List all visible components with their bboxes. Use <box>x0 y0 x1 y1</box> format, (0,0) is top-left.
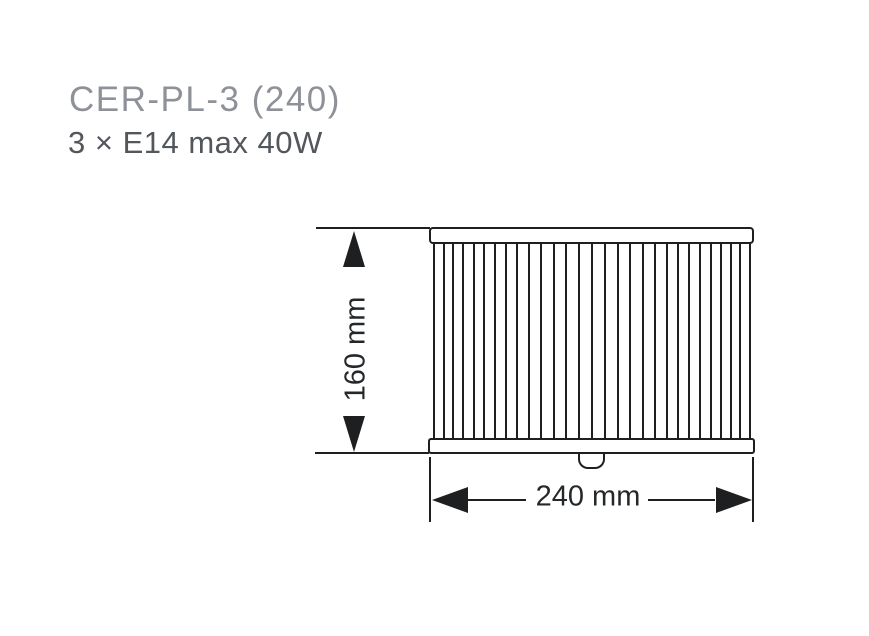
pleat-line <box>719 243 722 440</box>
pleat-line <box>616 243 619 440</box>
pleat-line <box>540 243 543 440</box>
pleat-line <box>699 243 702 440</box>
width-extension-line-left <box>429 457 431 522</box>
pleat-line <box>462 243 465 440</box>
pleat-line <box>493 243 496 440</box>
arrow-right-icon <box>716 487 752 513</box>
width-extension-line-right <box>752 457 754 522</box>
product-model-title: CER-PL-3 (240) <box>69 80 341 119</box>
lamp-top-cap <box>429 227 754 244</box>
width-dimension-label: 240 mm <box>529 480 647 514</box>
pleat-line <box>578 243 581 440</box>
arrow-left-icon <box>432 487 468 513</box>
width-dimension-line-right <box>648 499 715 501</box>
height-extension-line-top <box>316 227 430 229</box>
pleat-line <box>641 243 644 440</box>
product-lamp-spec: 3 × E14 max 40W <box>68 125 323 160</box>
pleat-line <box>665 243 668 440</box>
pleat-line <box>603 243 606 440</box>
pleat-line <box>591 243 593 440</box>
pleat-line <box>654 243 656 440</box>
pleat-line <box>565 243 568 440</box>
pleat-line <box>442 243 445 440</box>
pleat-line <box>709 243 712 440</box>
pleat-line <box>516 243 519 440</box>
pleat-line <box>552 243 555 440</box>
lamp-finial-knob <box>578 452 605 469</box>
pleat-line <box>688 243 691 440</box>
arrow-down-icon <box>343 416 365 452</box>
pleat-line <box>749 243 751 440</box>
lamp-bottom-cap <box>428 438 755 454</box>
pleat-line <box>528 243 530 440</box>
height-extension-line-bottom <box>315 452 429 454</box>
pleat-line <box>504 243 507 440</box>
pleat-line <box>452 243 455 440</box>
pleat-line <box>739 243 742 440</box>
pleat-line <box>629 243 632 440</box>
pleat-line <box>472 243 475 440</box>
pleat-line <box>677 243 680 440</box>
pleat-line <box>729 243 732 440</box>
pleat-line <box>482 243 485 440</box>
width-dimension-line-left <box>466 499 526 501</box>
pleat-line <box>433 243 435 440</box>
arrow-up-icon <box>343 231 365 267</box>
